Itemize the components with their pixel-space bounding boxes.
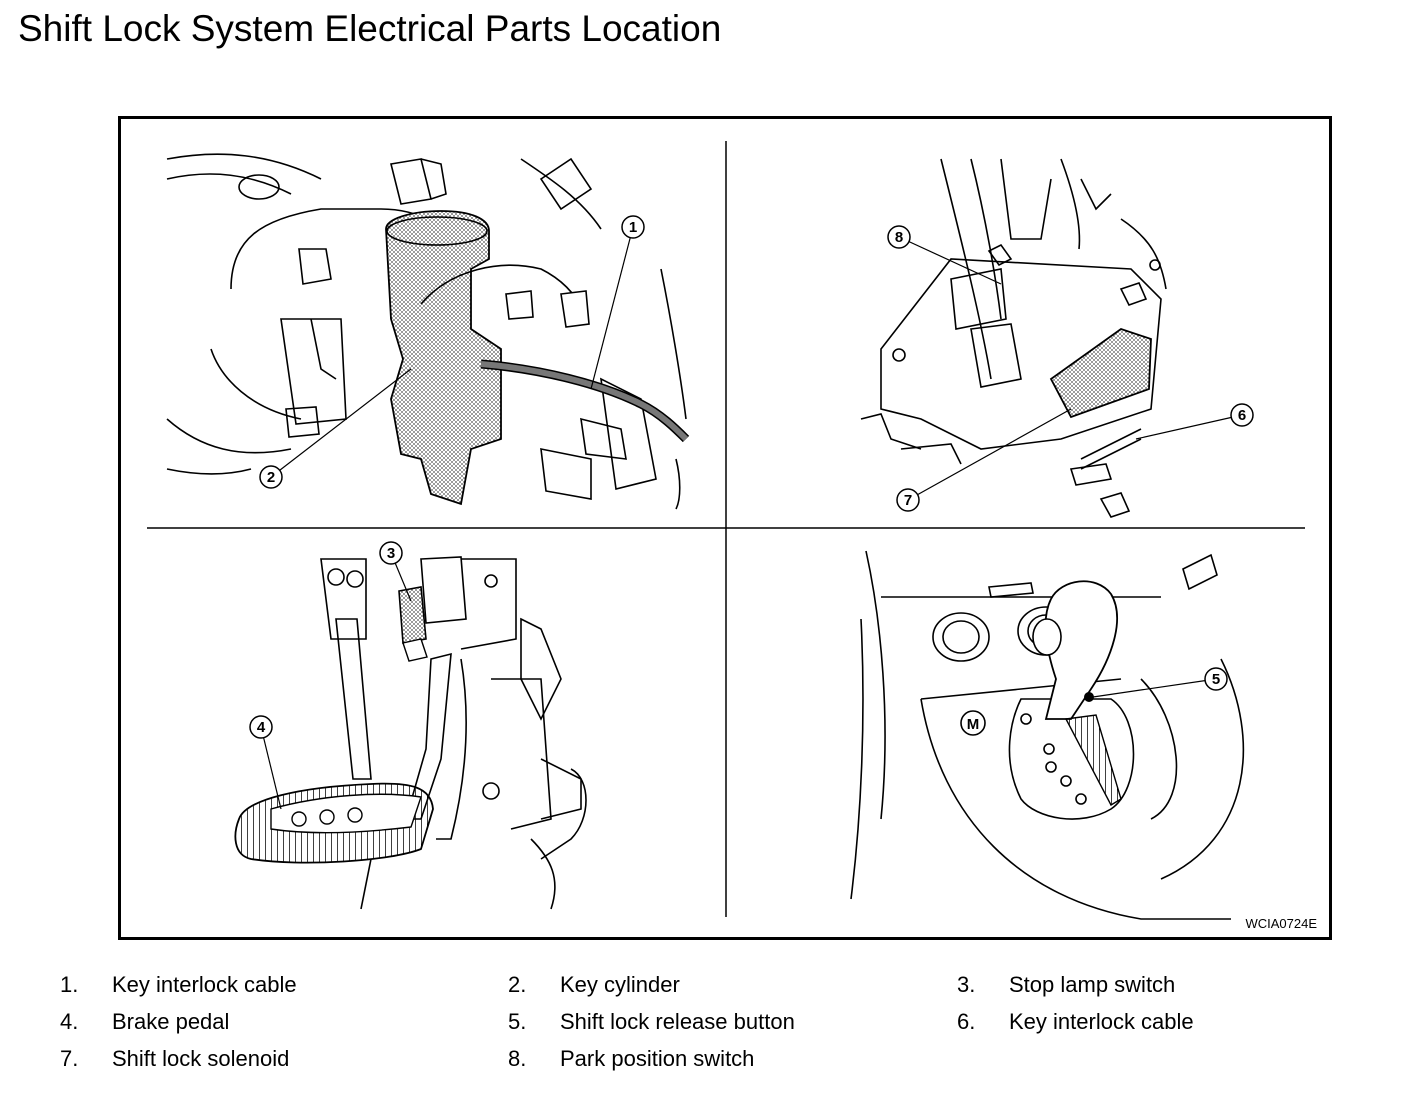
legend-item: 8. Park position switch [508,1046,754,1072]
callout-2: 2 [267,469,275,486]
callout-8: 8 [895,229,903,246]
parts-location-figure: 1 2 [118,116,1332,940]
key-cylinder-icon [166,153,687,510]
legend-label: Key cylinder [560,972,680,997]
legend-item: 1. Key interlock cable [60,972,297,998]
key-interlock-cable-1 [480,359,690,443]
legend-item: 5. Shift lock release button [508,1009,795,1035]
legend-number: 8. [508,1046,527,1071]
key-cylinder-face [386,216,488,246]
legend-label: Key interlock cable [112,972,297,997]
legend-label: Shift lock release button [560,1009,795,1034]
legend-number: 5. [508,1009,527,1034]
figure-drawing: 1 2 [147,141,1305,920]
callout-4: 4 [257,719,266,736]
legend-item: 2. Key cylinder [508,972,680,998]
legend-label: Stop lamp switch [1009,972,1176,997]
callout-3: 3 [387,545,395,562]
stop-lamp-switch-body [398,586,427,644]
shift-lock-release-button [1084,692,1094,702]
legend-label: Key interlock cable [1009,1009,1194,1034]
shift-lock-solenoid-body [1049,328,1152,419]
shift-gate-track [1064,714,1122,806]
shifter-icon [850,550,1245,920]
legend-label: Park position switch [560,1046,755,1071]
legend-number: 3. [957,972,976,997]
callout-7: 7 [904,492,912,509]
brake-pedal-icon [320,556,587,910]
key-cylinder-body [385,210,502,506]
legend-item: 7. Shift lock solenoid [60,1046,289,1072]
page-title: Shift Lock System Electrical Parts Locat… [18,8,722,49]
callout-5: 5 [1212,671,1220,688]
legend-number: 1. [60,972,79,997]
legend-number: 7. [60,1046,79,1071]
figure-code: WCIA0724E [1245,916,1317,931]
callout-1: 1 [629,219,637,236]
legend-label: Brake pedal [112,1009,230,1034]
m-mode-button-label: M [967,716,980,733]
legend-item: 4. Brake pedal [60,1009,229,1035]
legend-item: 3. Stop lamp switch [957,972,1175,998]
legend-item: 6. Key interlock cable [957,1009,1194,1035]
legend-number: 2. [508,972,527,997]
solenoid-bracket-icon [860,158,1167,518]
legend-number: 6. [957,1009,976,1034]
legend-label: Shift lock solenoid [112,1046,290,1071]
legend-number: 4. [60,1009,79,1034]
callout-6: 6 [1238,407,1246,424]
